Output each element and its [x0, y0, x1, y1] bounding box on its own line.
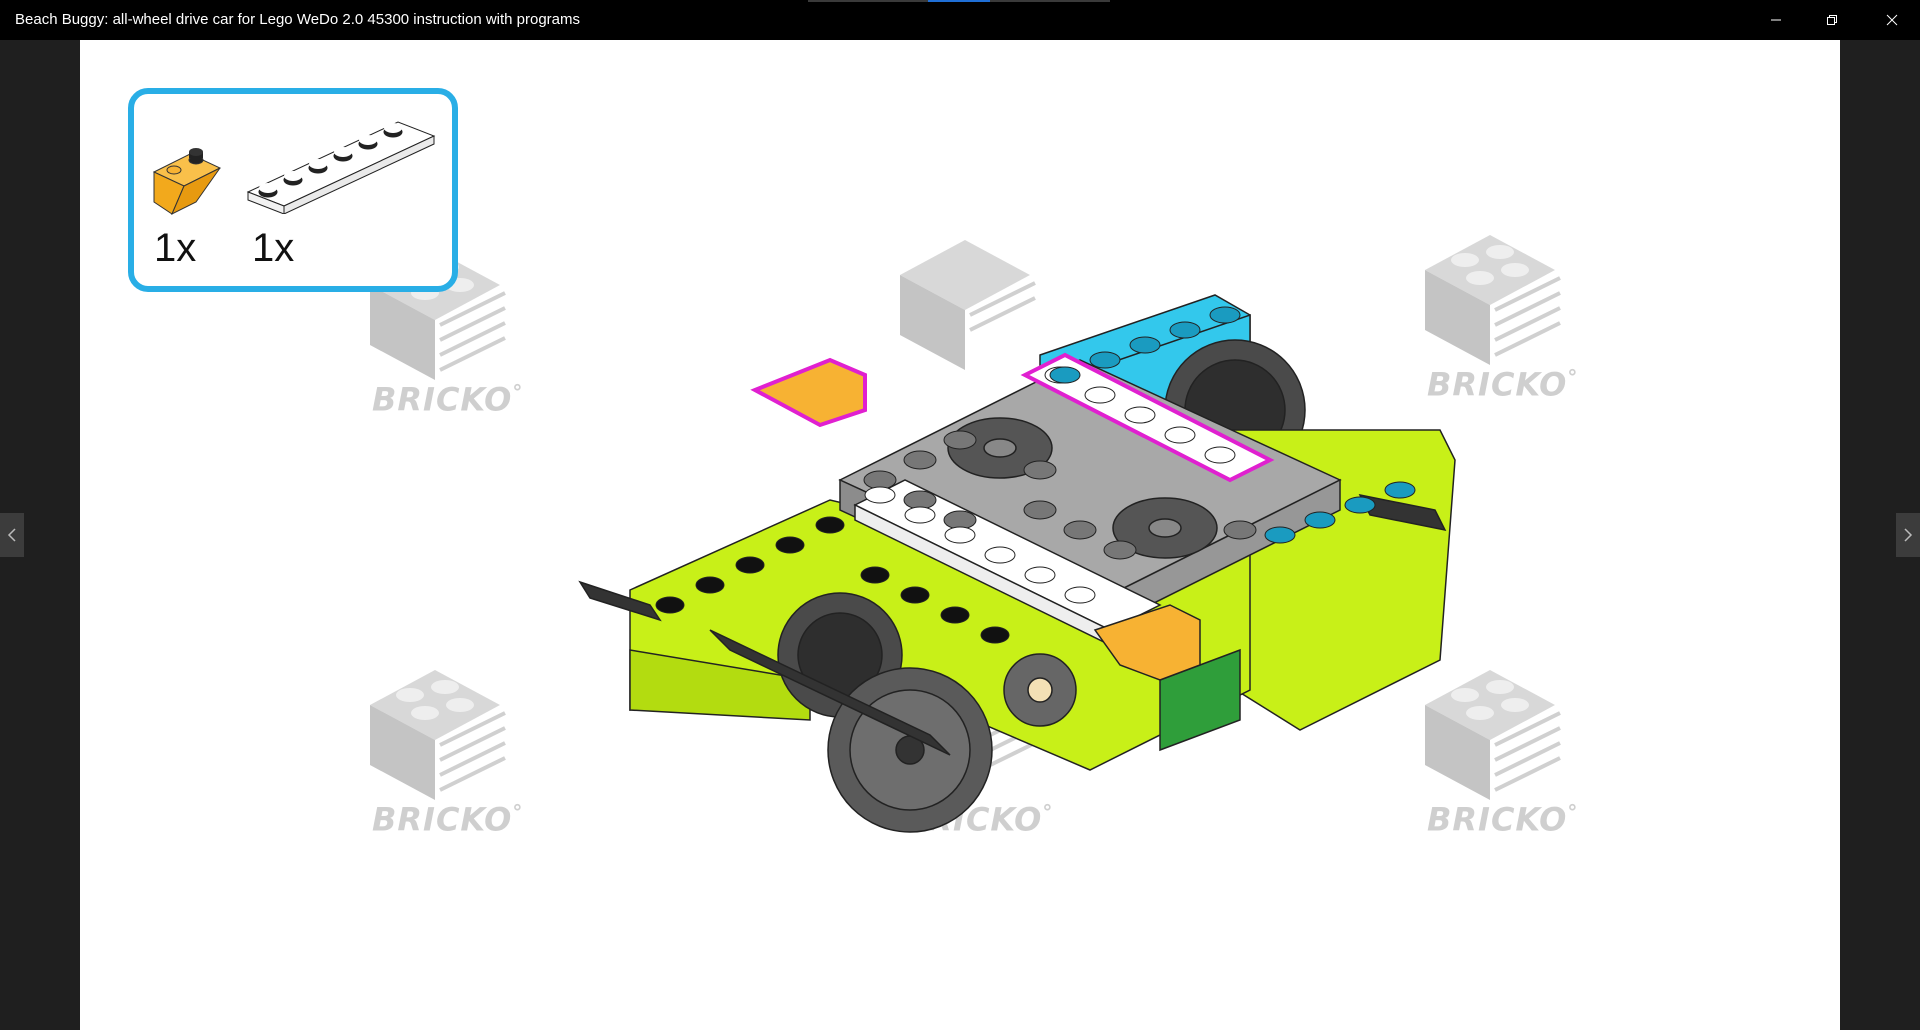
watermark-registered-mark: ° [512, 380, 524, 404]
watermark-brick-icon [370, 670, 506, 800]
watermark: BRICKO° [350, 245, 524, 435]
minimize-icon [1771, 19, 1781, 21]
gray-studs [863, 430, 1257, 560]
watermark-brick-icon [1425, 670, 1561, 800]
close-button[interactable] [1864, 0, 1920, 40]
title-bar: Beach Buggy: all-wheel drive car for Leg… [0, 0, 1920, 40]
watermark-text: BRICKO° [1427, 800, 1579, 839]
watermark-text: BRICKO° [1427, 365, 1579, 404]
watermark-text: BRICKO° [372, 380, 524, 419]
watermark-registered-mark: ° [1567, 365, 1579, 389]
lego-model-illustration [578, 294, 1456, 833]
lime-studs [655, 516, 1010, 644]
white-plate-icon [246, 121, 436, 214]
watermark [880, 235, 1050, 425]
part-quantity: 1x [252, 226, 295, 270]
watermark-registered-mark: ° [1567, 800, 1579, 824]
next-page-button[interactable] [1896, 513, 1920, 557]
azure-studs [1049, 306, 1416, 544]
watermark: BRICKO° [1405, 230, 1579, 420]
watermark-registered-mark: ° [1042, 800, 1054, 824]
previous-page-button[interactable] [0, 513, 24, 557]
chevron-right-icon [1904, 528, 1913, 542]
minimize-button[interactable] [1748, 0, 1804, 40]
parts-list-box: 1x 1x [128, 88, 458, 292]
restore-icon [1827, 15, 1837, 25]
watermark-text: BRICKO° [372, 800, 524, 839]
chevron-left-icon [7, 528, 16, 542]
watermark-brick-icon [1425, 235, 1561, 365]
watermark-brick-icon [900, 240, 1036, 370]
close-icon [1886, 14, 1898, 26]
restore-button[interactable] [1804, 0, 1860, 40]
instruction-image-viewer[interactable]: BRICKO° BRICKO° BRICKO° [80, 40, 1840, 1030]
watermark-registered-mark: ° [512, 800, 524, 824]
part-quantity: 1x [154, 226, 197, 270]
watermark: BRICKO° [350, 665, 524, 855]
orange-slope-brick-icon [152, 148, 222, 216]
title-bar-indicator-accent [928, 0, 990, 2]
window-title: Beach Buggy: all-wheel drive car for Leg… [15, 11, 581, 28]
watermark: BRICKO° [1405, 665, 1579, 855]
